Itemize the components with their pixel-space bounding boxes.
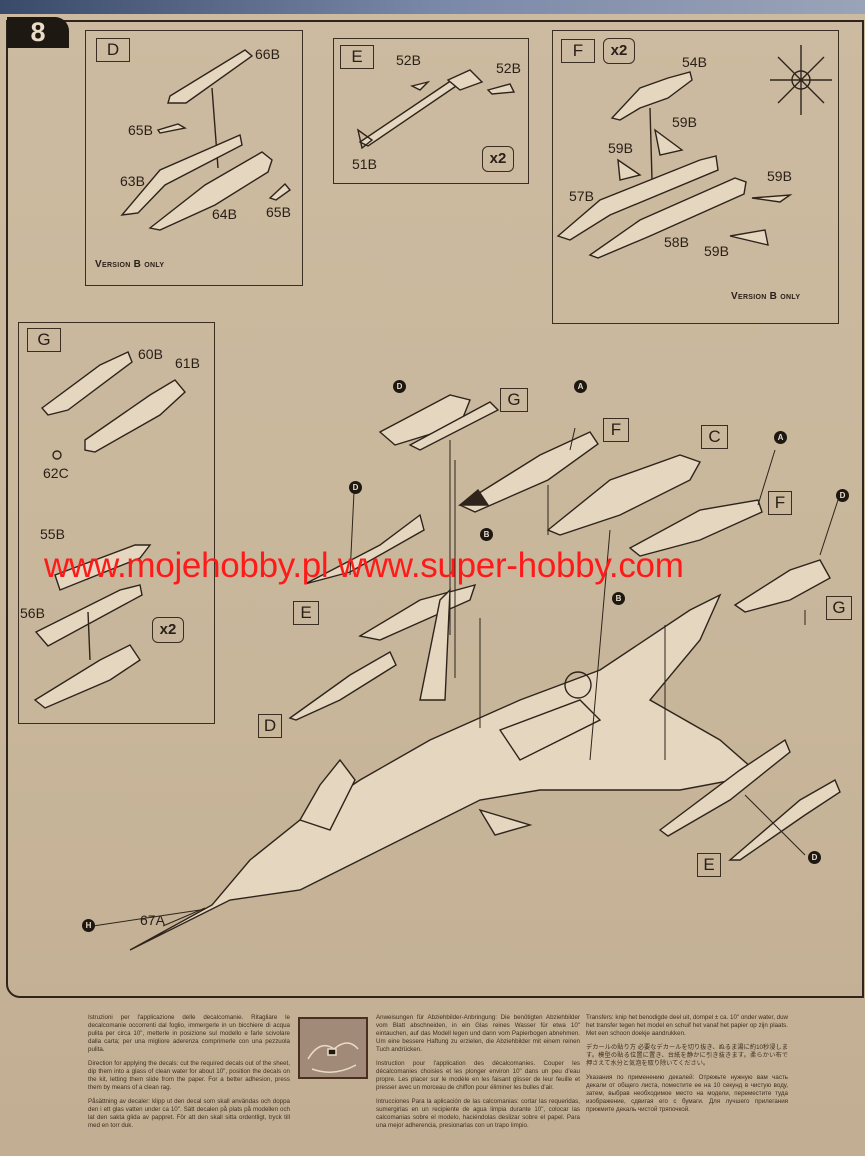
circled-b: B <box>612 592 625 605</box>
pylon-g <box>378 394 471 446</box>
part-label: 65B <box>128 122 153 138</box>
decal-application-icon <box>298 1017 368 1079</box>
circled-d: D <box>349 481 362 494</box>
subassembly-box-g <box>18 322 215 724</box>
part-label: 59B <box>767 168 792 184</box>
part-label: 52B <box>396 52 421 68</box>
part-label: 56B <box>20 605 45 621</box>
part-label-67a: 67A <box>140 912 165 928</box>
step-number-badge: 8 <box>7 17 69 48</box>
pylon-e <box>658 738 791 837</box>
part-54b <box>610 71 693 121</box>
part-66b <box>167 49 254 104</box>
pod-f-right <box>628 499 763 557</box>
version-note: Version B only <box>731 291 801 302</box>
callout-g: G <box>826 596 852 620</box>
decal-text-dutch: Transfers: knip het benodigde deel uit, … <box>586 1014 788 1037</box>
part-label: 55B <box>40 526 65 542</box>
circled-a: A <box>774 431 787 444</box>
orientation-star-icon <box>770 45 832 115</box>
part-56b <box>34 584 143 647</box>
step-frame <box>6 20 864 998</box>
version-note: Version B only <box>95 259 165 270</box>
decal-text-swedish: Påsättning av decaler: klipp ut den deca… <box>88 1098 290 1129</box>
circled-h: H <box>82 919 95 932</box>
part-label: 64B <box>212 206 237 222</box>
pod-f <box>458 431 599 513</box>
subassembly-box-e <box>333 38 529 184</box>
callout-f: F <box>603 418 629 442</box>
decal-text-french: Instruction pour l'application des décal… <box>376 1060 580 1091</box>
callout-e: E <box>293 601 319 625</box>
aircraft-drawing <box>129 583 762 951</box>
decal-text-col-3: Transfers: knip het benodigde deel uit, … <box>586 1014 788 1120</box>
circled-a: A <box>574 380 587 393</box>
decal-text-english: Direction for applying the decals: cut t… <box>88 1060 290 1091</box>
circled-b: B <box>480 528 493 541</box>
circled-d: D <box>393 380 406 393</box>
callout-g: G <box>500 388 528 412</box>
part-60b <box>40 351 133 416</box>
circled-d: D <box>836 489 849 502</box>
photo-edge <box>0 0 865 14</box>
pylon-g-right <box>733 559 831 613</box>
part-label: 62C <box>43 465 69 481</box>
quantity-badge: x2 <box>152 617 184 643</box>
quantity-badge: x2 <box>603 38 635 64</box>
part-label: 58B <box>664 234 689 250</box>
decal-text-russian: Указания по применению декалей: Отрежьте… <box>586 1074 788 1113</box>
part-label: 60B <box>138 346 163 362</box>
part-63b <box>120 134 243 216</box>
part-label: 57B <box>569 188 594 204</box>
part-label: 59B <box>608 140 633 156</box>
pod-d <box>288 651 397 721</box>
decal-text-italian: Istruzioni per l'applicazione delle deca… <box>88 1014 290 1053</box>
part-55b <box>54 544 152 591</box>
callout-e: E <box>697 853 721 877</box>
part-label: 66B <box>255 46 280 62</box>
part-label: 61B <box>175 355 200 371</box>
part-label: 54B <box>682 54 707 70</box>
watermark: www.mojehobby.pl www.super-hobby.com <box>44 546 684 585</box>
box-f-tag: F <box>561 39 595 63</box>
decal-text-col-1: Istruzioni per l'applicazione delle deca… <box>88 1014 290 1136</box>
box-g-tag: G <box>27 328 61 352</box>
decal-text-col-2: Anweisungen für Abziehbilder-Anbringung:… <box>376 1014 580 1136</box>
box-e-tag: E <box>340 45 374 69</box>
missile-d <box>728 778 841 861</box>
part-61b <box>84 379 186 453</box>
decal-text-german: Anweisungen für Abziehbilder-Anbringung:… <box>376 1014 580 1053</box>
subassembly-box-d <box>85 30 303 286</box>
part-label: 65B <box>266 204 291 220</box>
decal-text-spanish: Intrucciones Para la aplicación de las c… <box>376 1098 580 1129</box>
part-51b <box>358 77 464 147</box>
part-58b <box>588 177 747 259</box>
part-label: 59B <box>672 114 697 130</box>
tank-c <box>546 454 702 536</box>
callout-d: D <box>258 714 282 738</box>
part-label: 51B <box>352 156 377 172</box>
decal-text-japanese: デカールの貼り方 必要なデカールを切り抜き、ぬるま湯に約10秒浸します。模型の貼… <box>586 1044 788 1067</box>
part-64b <box>148 151 273 231</box>
part-label: 63B <box>120 173 145 189</box>
missile-e <box>304 513 425 585</box>
box-d-tag: D <box>96 38 130 62</box>
subassembly-box-f <box>552 30 839 324</box>
part-57b <box>556 155 719 241</box>
circled-d: D <box>808 851 821 864</box>
quantity-badge: x2 <box>482 146 514 172</box>
callout-c: C <box>701 425 728 449</box>
part-label: 52B <box>496 60 521 76</box>
part-label: 59B <box>704 243 729 259</box>
callout-f: F <box>768 491 792 515</box>
